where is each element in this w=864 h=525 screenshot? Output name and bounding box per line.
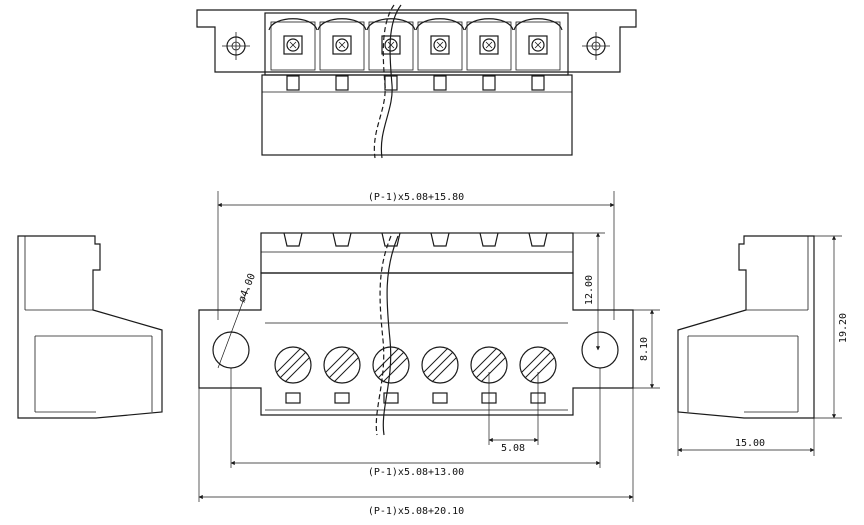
top-view [196,4,637,159]
front-tab [479,232,499,247]
dim-depth-15: 15.00 [735,438,765,449]
wire-entry [274,346,312,404]
dim-height-19-20: 19.20 [838,313,849,343]
top-screw-cell [513,18,563,91]
dim-height-8-10: 8.10 [639,337,650,361]
front-tabs [283,232,548,247]
top-screw-cell [464,18,514,91]
wire-entry [519,346,557,404]
dim-height-12: 12.00 [584,275,595,305]
front-tab [528,232,548,247]
front-view: (P-1)x5.08+15.80 ø4.00 12.00 8.10 5.08 [198,191,660,517]
top-screw-cells [268,18,563,91]
left-side-view [17,235,163,419]
top-screw-cell [415,18,465,91]
top-right-mount-hole [582,32,610,60]
wire-entry [421,346,459,404]
front-tab [332,232,352,247]
top-screw-cell [317,18,367,91]
front-right-mount-hole [581,331,619,369]
dim-pitch: 5.08 [501,443,525,454]
dim-hole-span: (P-1)x5.08+13.00 [368,467,464,478]
right-side-view: 19.20 15.00 [677,235,849,456]
top-screw-cell [268,18,318,91]
dim-overall-length: (P-1)x5.08+20.10 [368,506,464,517]
dim-flange-length: (P-1)x5.08+15.80 [368,192,464,203]
front-tab [381,232,401,247]
dim-hole-dia: ø4.00 [237,272,258,304]
front-tab [430,232,450,247]
front-tab [283,232,303,247]
front-left-mount-hole [212,331,250,369]
front-wire-entries [274,346,557,404]
top-left-mount-hole [222,32,250,60]
wire-entry [323,346,361,404]
